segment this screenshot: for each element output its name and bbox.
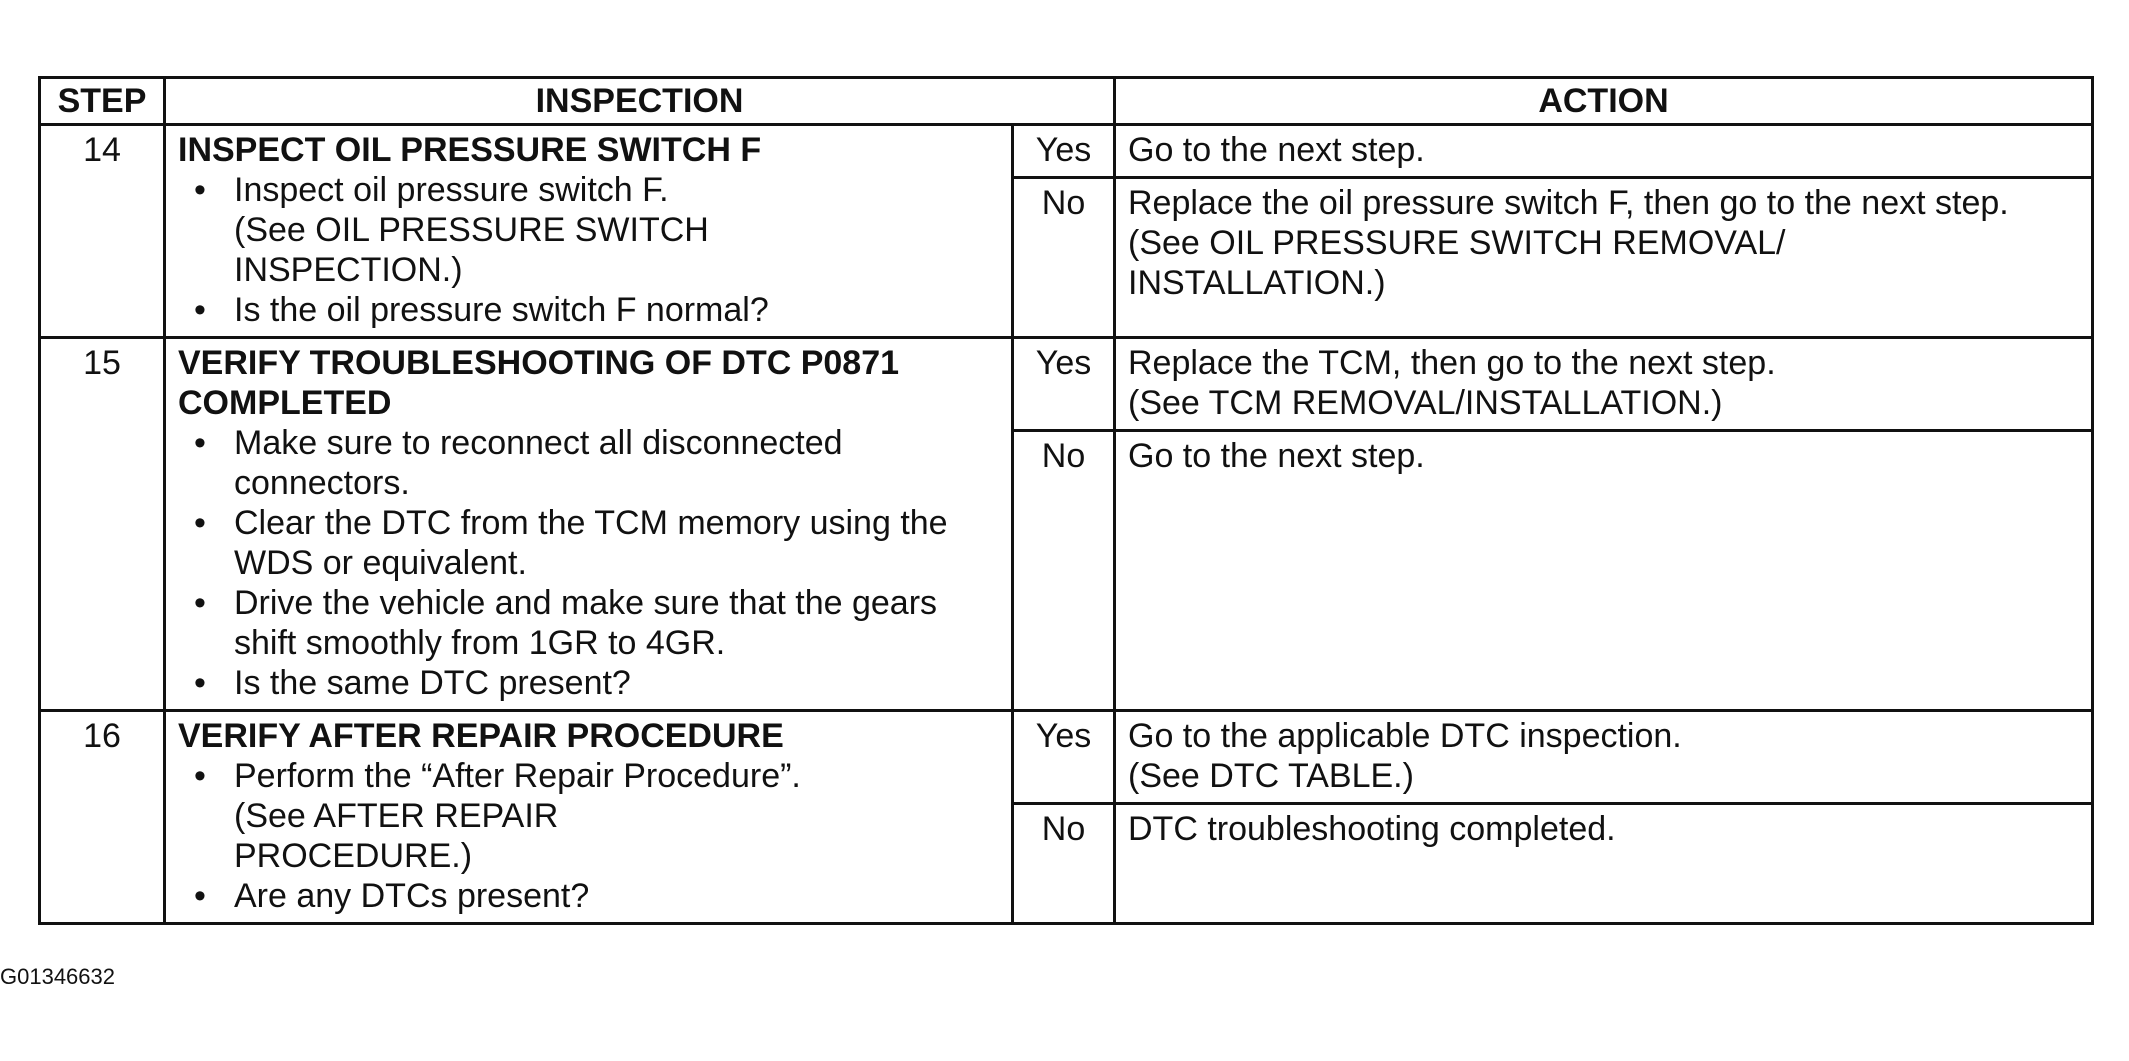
inspection-cell: VERIFY TROUBLESHOOTING OF DTC P0871 COMP… [163, 336, 1014, 712]
yes-action: Go to the next step. [1113, 123, 2094, 179]
list-item: • Is the oil pressure switch F normal? [178, 290, 999, 330]
action-text: Go to the next step. [1128, 437, 1425, 475]
bullet-text-continued: connectors. [234, 464, 410, 502]
list-item: • Drive the vehicle and make sure that t… [178, 583, 999, 663]
yes-label: Yes [1011, 336, 1116, 432]
bullet-text-continued: (See OIL PRESSURE SWITCH [234, 211, 709, 249]
yes-action: Go to the applicable DTC inspection. (Se… [1113, 709, 2094, 805]
yes-label: Yes [1011, 709, 1116, 805]
list-item: • Make sure to reconnect all disconnecte… [178, 423, 999, 503]
action-text: INSTALLATION.) [1128, 264, 1386, 302]
table-row-step-16-no: No DTC troubleshooting completed. [40, 802, 2094, 925]
figure-code: G01346632 [0, 964, 115, 989]
inspection-bullets: • Inspect oil pressure switch F. (See OI… [178, 170, 999, 330]
list-item: • Is the same DTC present? [178, 663, 999, 703]
bullet-text: Are any DTCs present? [234, 877, 590, 915]
list-item: • Perform the “After Repair Procedure”. … [178, 756, 999, 876]
bullet-text: Clear the DTC from the TCM memory using … [234, 504, 948, 542]
action-text: Replace the oil pressure switch F, then … [1128, 184, 2009, 222]
bullet-icon: • [194, 877, 206, 915]
action-text: (See OIL PRESSURE SWITCH REMOVAL/ [1128, 224, 1786, 262]
no-action: DTC troubleshooting completed. [1113, 802, 2094, 925]
inspection-title: VERIFY AFTER REPAIR PROCEDURE [178, 717, 784, 755]
table-row-step-16-yes: 16 VERIFY AFTER REPAIR PROCEDURE • Perfo… [38, 709, 2094, 925]
inspection-title-continued: COMPLETED [178, 384, 392, 422]
action-text: Go to the applicable DTC inspection. [1128, 717, 1682, 755]
bullet-text-continued: shift smoothly from 1GR to 4GR. [234, 624, 726, 662]
list-item: • Are any DTCs present? [178, 876, 999, 916]
no-action: Replace the oil pressure switch F, then … [1113, 176, 2094, 339]
yes-label: Yes [1011, 123, 1116, 179]
bullet-icon: • [194, 757, 206, 795]
bullet-icon: • [194, 291, 206, 329]
no-label: No [1011, 429, 1116, 712]
bullet-text-continued: (See AFTER REPAIR [234, 797, 559, 835]
bullet-icon: • [194, 664, 206, 702]
table-row-step-14-yes: 14 INSPECT OIL PRESSURE SWITCH F • Inspe… [38, 123, 2094, 339]
bullet-text: Perform the “After Repair Procedure”. [234, 757, 801, 795]
header-action: ACTION [1113, 76, 2094, 126]
inspection-cell: VERIFY AFTER REPAIR PROCEDURE • Perform … [163, 709, 1014, 925]
table-row-step-15-yes: 15 VERIFY TROUBLESHOOTING OF DTC P0871 C… [38, 336, 2094, 712]
no-action: Go to the next step. [1113, 429, 2094, 712]
inspection-bullets: • Perform the “After Repair Procedure”. … [178, 756, 999, 916]
bullet-text: Drive the vehicle and make sure that the… [234, 584, 938, 622]
action-text: (See DTC TABLE.) [1128, 757, 1414, 795]
bullet-icon: • [194, 504, 206, 542]
inspection-cell: INSPECT OIL PRESSURE SWITCH F • Inspect … [163, 123, 1014, 339]
action-text: Replace the TCM, then go to the next ste… [1128, 344, 1776, 382]
bullet-text: Make sure to reconnect all disconnected [234, 424, 843, 462]
no-label: No [1011, 176, 1116, 339]
bullet-text: Is the oil pressure switch F normal? [234, 291, 769, 329]
step-number: 15 [38, 336, 166, 712]
bullet-text: Inspect oil pressure switch F. [234, 171, 669, 209]
step-number: 14 [38, 123, 166, 339]
bullet-text-continued: PROCEDURE.) [234, 837, 473, 875]
inspection-bullets: • Make sure to reconnect all disconnecte… [178, 423, 999, 703]
bullet-icon: • [194, 424, 206, 462]
bullet-text: Is the same DTC present? [234, 664, 631, 702]
dtc-troubleshooting-table: STEP INSPECTION ACTION 14 INSPECT OIL PR… [38, 76, 2094, 925]
action-text: DTC troubleshooting completed. [1128, 810, 1616, 848]
list-item: • Clear the DTC from the TCM memory usin… [178, 503, 999, 583]
list-item: • Inspect oil pressure switch F. (See OI… [178, 170, 999, 290]
bullet-text-continued: WDS or equivalent. [234, 544, 527, 582]
bullet-icon: • [194, 171, 206, 209]
bullet-icon: • [194, 584, 206, 622]
yes-action: Replace the TCM, then go to the next ste… [1113, 336, 2094, 432]
header-step: STEP [38, 76, 166, 126]
table-row-step-15-no: No Go to the next step. [40, 429, 2094, 712]
step-number: 16 [38, 709, 166, 925]
header-inspection: INSPECTION [163, 76, 1116, 126]
inspection-title: INSPECT OIL PRESSURE SWITCH F [178, 131, 762, 169]
table-row-step-14-no: No Replace the oil pressure switch F, th… [40, 176, 2094, 339]
inspection-title: VERIFY TROUBLESHOOTING OF DTC P0871 [178, 344, 900, 382]
action-text: Go to the next step. [1128, 131, 1425, 169]
no-label: No [1011, 802, 1116, 925]
bullet-text-continued: INSPECTION.) [234, 251, 463, 289]
table-header-row: STEP INSPECTION ACTION [38, 76, 2094, 126]
action-text: (See TCM REMOVAL/INSTALLATION.) [1128, 384, 1723, 422]
